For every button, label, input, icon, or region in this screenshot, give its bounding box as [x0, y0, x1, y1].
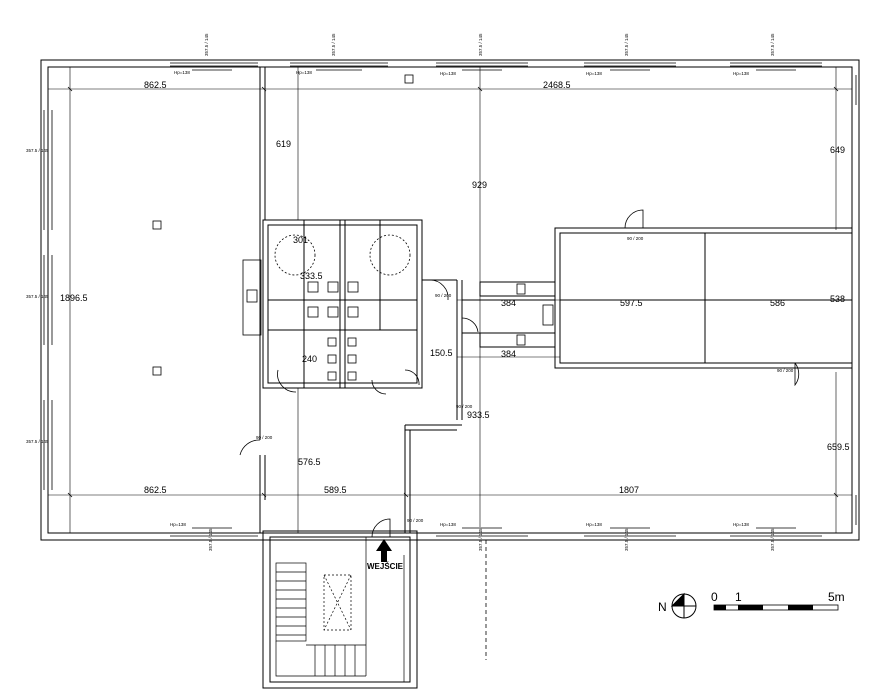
window-tag: 357.5 / 145 — [26, 439, 49, 444]
dimension-label: 538 — [830, 294, 845, 304]
sill-tag: Hp=138 — [586, 71, 602, 76]
sill-tag: Hp=138 — [440, 71, 456, 76]
sill-tag: Hp=138 — [440, 522, 456, 527]
sill-tag: Hp=138 — [296, 70, 312, 75]
dimension-label: 619 — [276, 139, 291, 149]
dimension-label: 933.5 — [467, 410, 490, 420]
window-tag: 357.5 / 145 — [770, 528, 775, 551]
interior-walls — [259, 67, 853, 533]
dimension-label: 862.5 — [144, 485, 167, 495]
sill-tag: Hp=138 — [174, 70, 190, 75]
dimension-label: 589.5 — [324, 485, 347, 495]
entrance: WEJŚCIE — [367, 539, 404, 571]
window-tag: 357.5 / 145 — [770, 33, 775, 56]
window-tag: 357.5 / 145 — [624, 528, 629, 551]
sill-tag: Hp=138 — [170, 522, 186, 527]
window-tag: 357.5 / 145 — [624, 33, 629, 56]
door-swings — [239, 209, 800, 538]
dimension-label: 576.5 — [298, 457, 321, 467]
sill-tag: Hp=138 — [733, 71, 749, 76]
dimension-label: 929 — [472, 180, 487, 190]
dimension-label: 597.5 — [620, 298, 643, 308]
fixtures — [152, 74, 554, 381]
dimension-label: 1896.5 — [60, 293, 88, 303]
staircase — [275, 537, 405, 682]
door-tag: 90 / 200 — [256, 435, 273, 440]
door-tag: 90 / 200 — [435, 293, 452, 298]
top-windows — [170, 62, 822, 71]
entrance-label: WEJŚCIE — [367, 562, 404, 571]
window-tag: 357.5 / 145 — [204, 33, 209, 56]
door-tag: 90 / 200 — [627, 236, 644, 241]
door-tags: 90 / 200 90 / 200 90 / 200 90 / 200 90 /… — [256, 236, 794, 523]
dimension-ticks — [67, 86, 839, 498]
window-tag: 357.5 / 145 — [478, 33, 483, 56]
dimension-label: 384 — [501, 298, 516, 308]
window-tag: 357.5 / 145 — [26, 148, 49, 153]
dimension-label: 659.5 — [827, 442, 850, 452]
dimension-label: 150.5 — [430, 348, 453, 358]
dimension-label: 333.5 — [300, 271, 323, 281]
dimension-label: 862.5 — [144, 80, 167, 90]
dimension-label: 649 — [830, 145, 845, 155]
dimension-labels: 862.5 2468.5 619 649 929 1896.5 301 333.… — [60, 80, 850, 495]
window-tags: 357.5 / 145 357.5 / 145 357.5 / 145 357.… — [26, 33, 775, 551]
scale-label-5m: 5m — [828, 590, 845, 604]
entrance-arrow-icon — [376, 539, 392, 562]
scale-label-0: 0 — [711, 590, 718, 604]
dimension-label: 240 — [302, 354, 317, 364]
sill-tag: Hp=138 — [586, 522, 602, 527]
scale-bar: 0 1 5m — [711, 590, 845, 611]
north-label: N — [658, 600, 667, 614]
side-windows — [43, 75, 857, 525]
north-arrow-icon — [670, 592, 697, 619]
dimension-label: 1807 — [619, 485, 639, 495]
sill-tag: Hp=138 — [733, 522, 749, 527]
window-tag: 357.5 / 145 — [208, 528, 213, 551]
dimension-label: 301 — [293, 235, 308, 245]
window-tag: 357.5 / 145 — [26, 294, 49, 299]
bottom-windows — [170, 527, 822, 537]
door-tag: 90 / 200 — [407, 518, 424, 523]
dimension-label: 586 — [770, 298, 785, 308]
scale-label-1: 1 — [735, 590, 742, 604]
door-tag: 90 / 200 — [456, 404, 473, 409]
window-tag: 357.5 / 145 — [331, 33, 336, 56]
door-tag: 90 / 200 — [777, 368, 794, 373]
window-tag: 357.5 / 145 — [478, 528, 483, 551]
dimension-label: 384 — [501, 349, 516, 359]
dimension-label: 2468.5 — [543, 80, 571, 90]
